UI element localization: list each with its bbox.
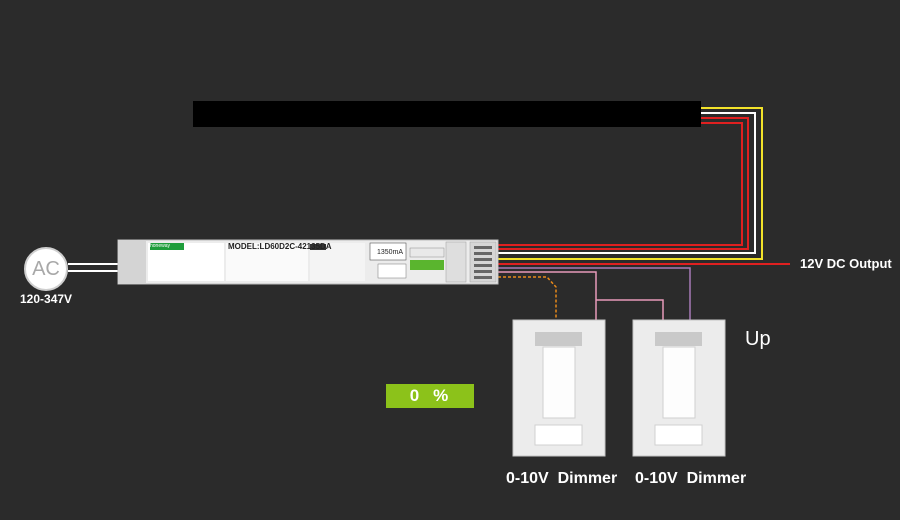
up-button[interactable]: Up <box>745 328 771 350</box>
wire-purple-dimmer <box>498 267 691 323</box>
wire-orange-dimmer <box>498 276 557 323</box>
ac-source-label: AC <box>32 257 60 280</box>
dim-level-badge: 0 % <box>386 384 474 408</box>
led-strip-wires <box>498 107 763 260</box>
wire-white-strip <box>498 112 756 254</box>
wire-red-strip-2 <box>498 122 743 246</box>
driver-model: MODEL:LD60D2C-42135DA <box>228 242 332 251</box>
dim-level-unit: % <box>433 386 451 405</box>
ac-source-icon: AC <box>24 247 68 291</box>
dimmer-2-label: 0-10V Dimmer <box>635 470 747 487</box>
led-driver <box>117 239 499 285</box>
wire-red-strip-1 <box>498 117 749 250</box>
driver-brand: honeway <box>150 243 171 249</box>
driver-current-label: 1350mA <box>377 249 404 256</box>
wire-pink-bridge <box>596 299 664 323</box>
led-strip <box>193 101 701 127</box>
dimmer-1 <box>512 319 606 457</box>
wire-pink-dimmer-1 <box>498 271 597 323</box>
ac-input-wires <box>68 263 125 272</box>
wire-yellow-strip <box>498 107 763 260</box>
dimmer-wires <box>498 267 691 323</box>
dimmer-1-label: 0-10V Dimmer <box>506 470 618 487</box>
input-voltage-label: 120-347V <box>20 292 73 306</box>
dim-level-value: 0 <box>409 386 422 405</box>
dc-output-label: 12V DC Output <box>800 256 892 271</box>
dimmer-2 <box>632 319 726 457</box>
